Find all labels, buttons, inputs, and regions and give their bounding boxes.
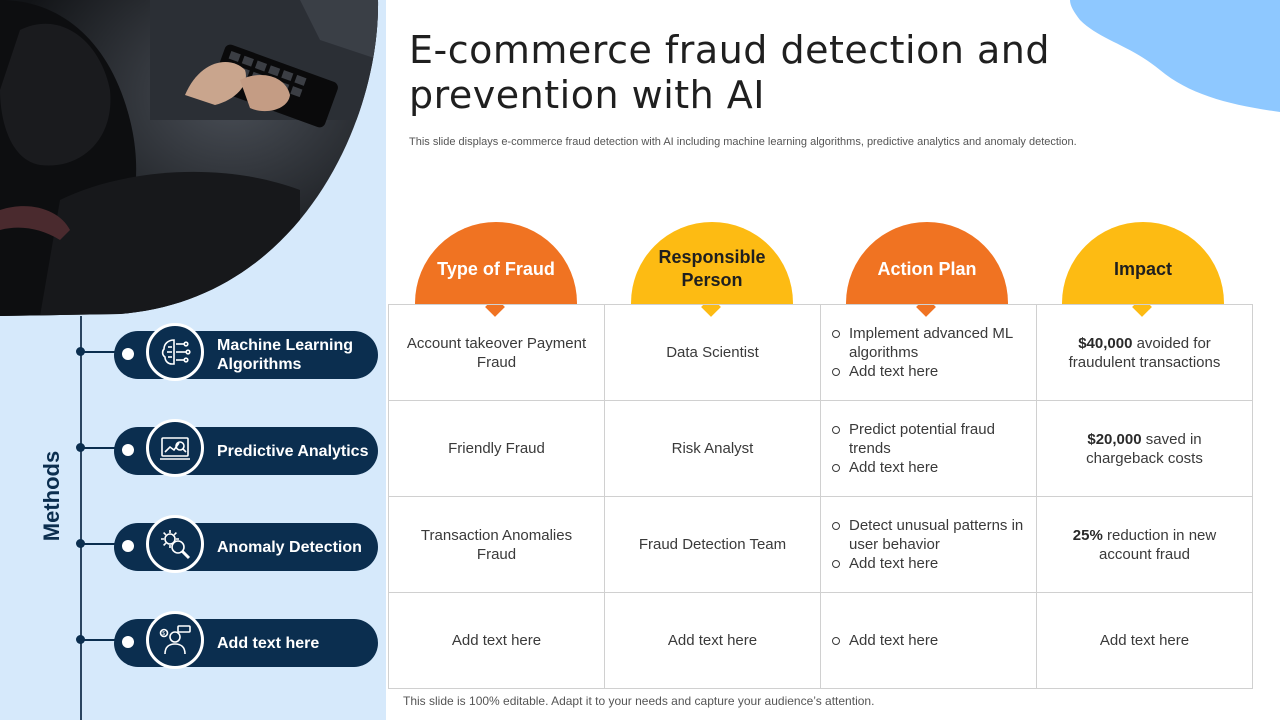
person-cell: Risk Analyst: [604, 400, 821, 497]
fraud-type-cell: Add text here: [388, 592, 605, 689]
decorative-blob: [1070, 0, 1280, 112]
timeline-dot: [76, 347, 85, 356]
header-label: Impact: [1113, 258, 1173, 279]
impact-cell: 25% reduction in new account fraud: [1036, 496, 1253, 593]
header-responsible-person: Responsible Person: [631, 222, 793, 317]
header-label: Action Plan: [877, 258, 977, 279]
table-row: Account takeover Payment Fraud Data Scie…: [388, 304, 1253, 401]
header-impact: Impact: [1062, 222, 1224, 317]
hacker-photo: [0, 0, 386, 316]
method-add-text: $ Add text here: [76, 611, 380, 669]
table-row: Transaction Anomalies Fraud Fraud Detect…: [388, 496, 1253, 593]
impact-value: 25%: [1072, 526, 1103, 544]
connector-line: [82, 351, 120, 353]
connector-line: [82, 639, 120, 641]
impact-text: saved in chargeback costs: [1086, 430, 1203, 467]
analytics-monitor-icon: [146, 419, 204, 477]
method-label: Machine Learning Algorithms: [217, 337, 354, 373]
fraud-person-icon: $: [146, 611, 204, 669]
fraud-type-cell: Account takeover Payment Fraud: [388, 304, 605, 401]
impact-text: reduction in new account fraud: [1099, 526, 1217, 563]
timeline-dot: [76, 443, 85, 452]
pill-dot: [122, 636, 134, 648]
method-label: Add text here: [217, 634, 320, 652]
footer-note: This slide is 100% editable. Adapt it to…: [403, 694, 875, 708]
methods-label: Methods: [39, 450, 64, 542]
fraud-type-cell: Transaction Anomalies Fraud: [388, 496, 605, 593]
action-plan-cell: Predict potential fraud trends Add text …: [820, 400, 1037, 497]
method-machine-learning: Machine Learning Algorithms: [76, 323, 380, 381]
header-label: Type of Fraud: [437, 258, 555, 279]
page-subtitle: This slide displays e-commerce fraud det…: [409, 136, 1077, 148]
header-label: Responsible Person: [658, 247, 766, 290]
timeline-dot: [76, 539, 85, 548]
plan-bullet: Implement advanced ML algorithms: [831, 324, 1024, 362]
impact-cell: Add text here: [1036, 592, 1253, 689]
plan-bullet: Add text here: [831, 554, 1024, 573]
impact-value: $20,000: [1087, 430, 1142, 448]
pill-dot: [122, 348, 134, 360]
person-cell: Fraud Detection Team: [604, 496, 821, 593]
impact-text: Add text here: [1099, 632, 1190, 649]
fraud-table: Account takeover Payment Fraud Data Scie…: [388, 304, 1253, 689]
plan-bullet: Add text here: [831, 631, 1024, 650]
plan-bullet: Predict potential fraud trends: [831, 420, 1024, 458]
table-row: Add text here Add text here Add text her…: [388, 592, 1253, 689]
methods-timeline: [80, 316, 82, 720]
header-action-plan: Action Plan: [846, 222, 1008, 317]
header-type-of-fraud: Type of Fraud: [415, 222, 577, 317]
connector-line: [82, 543, 120, 545]
gear-magnifier-icon: [146, 515, 204, 573]
person-cell: Data Scientist: [604, 304, 821, 401]
method-predictive-analytics: Predictive Analytics: [76, 419, 380, 477]
table-row: Friendly Fraud Risk Analyst Predict pote…: [388, 400, 1253, 497]
method-anomaly-detection: Anomaly Detection: [76, 515, 380, 573]
svg-text:$: $: [162, 631, 165, 637]
action-plan-cell: Detect unusual patterns in user behavior…: [820, 496, 1037, 593]
plan-bullet: Add text here: [831, 458, 1024, 477]
plan-bullet: Add text here: [831, 362, 1024, 381]
fraud-type-cell: Friendly Fraud: [388, 400, 605, 497]
pill-dot: [122, 540, 134, 552]
impact-cell: $40,000 avoided for fraudulent transacti…: [1036, 304, 1253, 401]
timeline-dot: [76, 635, 85, 644]
brain-circuit-icon: [146, 323, 204, 381]
plan-bullet: Detect unusual patterns in user behavior: [831, 516, 1024, 554]
method-label: Anomaly Detection: [217, 538, 362, 556]
person-cell: Add text here: [604, 592, 821, 689]
page-title: E-commerce fraud detection and preventio…: [409, 28, 1051, 117]
impact-value: $40,000: [1078, 334, 1133, 352]
impact-text: avoided for fraudulent transactions: [1068, 334, 1221, 371]
pill-dot: [122, 444, 134, 456]
action-plan-cell: Implement advanced ML algorithms Add tex…: [820, 304, 1037, 401]
action-plan-cell: Add text here: [820, 592, 1037, 689]
method-label: Predictive Analytics: [217, 442, 369, 460]
impact-cell: $20,000 saved in chargeback costs: [1036, 400, 1253, 497]
connector-line: [82, 447, 120, 449]
